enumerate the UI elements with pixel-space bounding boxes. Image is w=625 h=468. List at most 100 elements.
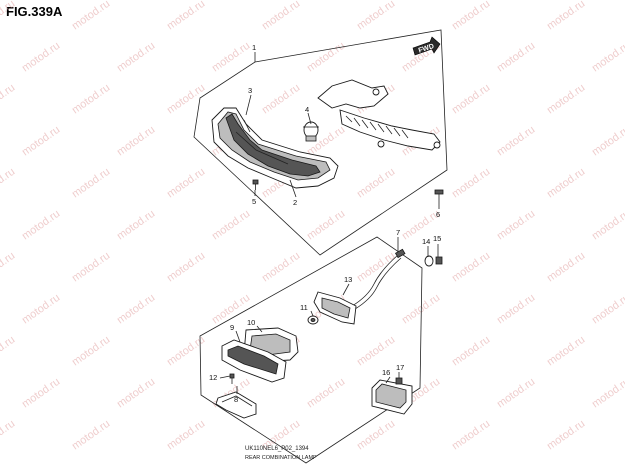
- watermark-text: motod.ru: [70, 82, 112, 117]
- license-lamp-lens: [215, 391, 257, 419]
- license-lamp-harness: [351, 248, 406, 310]
- fwd-arrow: FWD: [412, 36, 441, 56]
- tail-lamp-housing: [211, 107, 339, 189]
- callout-14: 14: [422, 237, 430, 246]
- watermark-text: motod.ru: [165, 250, 207, 285]
- watermark-text: motod.ru: [115, 208, 157, 243]
- watermark-text: motod.ru: [450, 82, 492, 117]
- figure-caption: REAR COMBINATION LAMP: [245, 455, 317, 461]
- callout-10: 10: [247, 318, 255, 327]
- watermark-text: motod.ru: [115, 292, 157, 327]
- callout-4: 4: [305, 105, 309, 114]
- watermark-text: motod.ru: [115, 376, 157, 411]
- watermark-text: motod.ru: [0, 166, 17, 201]
- watermark-text: motod.ru: [545, 82, 587, 117]
- watermark-text: motod.ru: [70, 418, 112, 453]
- watermark-text: motod.ru: [355, 0, 397, 32]
- callout-11: 11: [300, 303, 308, 312]
- callout-16: 16: [382, 368, 390, 377]
- watermark-text: motod.ru: [355, 334, 397, 369]
- watermark-text: motod.ru: [450, 418, 492, 453]
- watermark-text: motod.ru: [590, 40, 625, 75]
- watermark-text: motod.ru: [70, 166, 112, 201]
- watermark-text: motod.ru: [70, 0, 112, 32]
- watermark-text: motod.ru: [70, 334, 112, 369]
- watermark-text: motod.ru: [0, 418, 17, 453]
- watermark-text: motod.ru: [355, 250, 397, 285]
- watermark-text: motod.ru: [495, 40, 537, 75]
- bolt-6: [434, 189, 444, 202]
- watermark-text: motod.ru: [355, 166, 397, 201]
- watermark-text: motod.ru: [305, 208, 347, 243]
- watermark-text: motod.ru: [70, 250, 112, 285]
- watermark-text: motod.ru: [305, 376, 347, 411]
- screw-5: [252, 179, 259, 190]
- callout-12: 12: [209, 373, 217, 382]
- watermark-text: motod.ru: [20, 376, 62, 411]
- watermark-text: motod.ru: [495, 376, 537, 411]
- watermark-text: motod.ru: [590, 124, 625, 159]
- watermark-text: motod.ru: [545, 166, 587, 201]
- watermark-text: motod.ru: [590, 376, 625, 411]
- watermark-text: motod.ru: [115, 124, 157, 159]
- watermark-text: motod.ru: [210, 208, 252, 243]
- watermark-text: motod.ru: [165, 166, 207, 201]
- callout-2: 2: [293, 198, 297, 207]
- watermark-text: motod.ru: [545, 418, 587, 453]
- watermark-text: motod.ru: [210, 292, 252, 327]
- watermark-text: motod.ru: [0, 334, 17, 369]
- watermark-text: motod.ru: [20, 208, 62, 243]
- callout-6: 6: [436, 210, 440, 219]
- watermark-text: motod.ru: [305, 40, 347, 75]
- watermark-text: motod.ru: [20, 40, 62, 75]
- watermark-text: motod.ru: [450, 334, 492, 369]
- callout-17: 17: [396, 363, 404, 372]
- lamp-socket-harness: [317, 79, 441, 151]
- callout-1: 1: [252, 43, 256, 52]
- callout-3: 3: [248, 86, 252, 95]
- callout-8: 8: [234, 395, 238, 404]
- callout-9: 9: [230, 323, 234, 332]
- callout-13: 13: [344, 275, 352, 284]
- watermark-text: motod.ru: [20, 124, 62, 159]
- watermark-text: motod.ru: [450, 0, 492, 32]
- lower-assembly-outline: [199, 236, 423, 464]
- watermark-text: motod.ru: [20, 292, 62, 327]
- washer-nut: [424, 255, 443, 267]
- screw-12: [229, 373, 235, 384]
- watermark-text: motod.ru: [545, 334, 587, 369]
- watermark-text: motod.ru: [590, 208, 625, 243]
- callout-7: 7: [396, 228, 400, 237]
- watermark-text: motod.ru: [0, 82, 17, 117]
- watermark-text: motod.ru: [0, 0, 17, 32]
- license-lamp-body: [221, 339, 287, 383]
- watermark-text: motod.ru: [165, 418, 207, 453]
- watermark-text: motod.ru: [545, 250, 587, 285]
- watermark-text: motod.ru: [495, 292, 537, 327]
- watermark-text: motod.ru: [355, 418, 397, 453]
- callout-labels: 1 3 4 5 2 6 7 14 15 13 11 10 9 12 8 16 1…: [209, 43, 441, 404]
- watermark-text: motod.ru: [495, 208, 537, 243]
- watermark-text: motod.ru: [545, 0, 587, 32]
- watermark-text: motod.ru: [450, 250, 492, 285]
- watermark-text: motod.ru: [260, 82, 302, 117]
- nut-17: [395, 377, 403, 385]
- watermark-text: motod.ru: [165, 334, 207, 369]
- callout-15: 15: [433, 234, 441, 243]
- fwd-label: FWD: [418, 43, 435, 55]
- drawing-code: UK110NEL6_P02_1394: [245, 446, 309, 452]
- figure-title: FIG.339A: [6, 4, 63, 19]
- reflector: [371, 379, 413, 415]
- watermark-text: motod.ru: [495, 124, 537, 159]
- license-lamp-holder: [313, 291, 357, 325]
- watermark-text: motod.ru: [0, 250, 17, 285]
- watermark-text: motod.ru: [450, 166, 492, 201]
- watermark-text: motod.ru: [165, 82, 207, 117]
- watermark-text: motod.ru: [260, 0, 302, 32]
- watermark-text: motod.ru: [115, 40, 157, 75]
- callout-5: 5: [252, 197, 256, 206]
- grommet: [307, 315, 319, 325]
